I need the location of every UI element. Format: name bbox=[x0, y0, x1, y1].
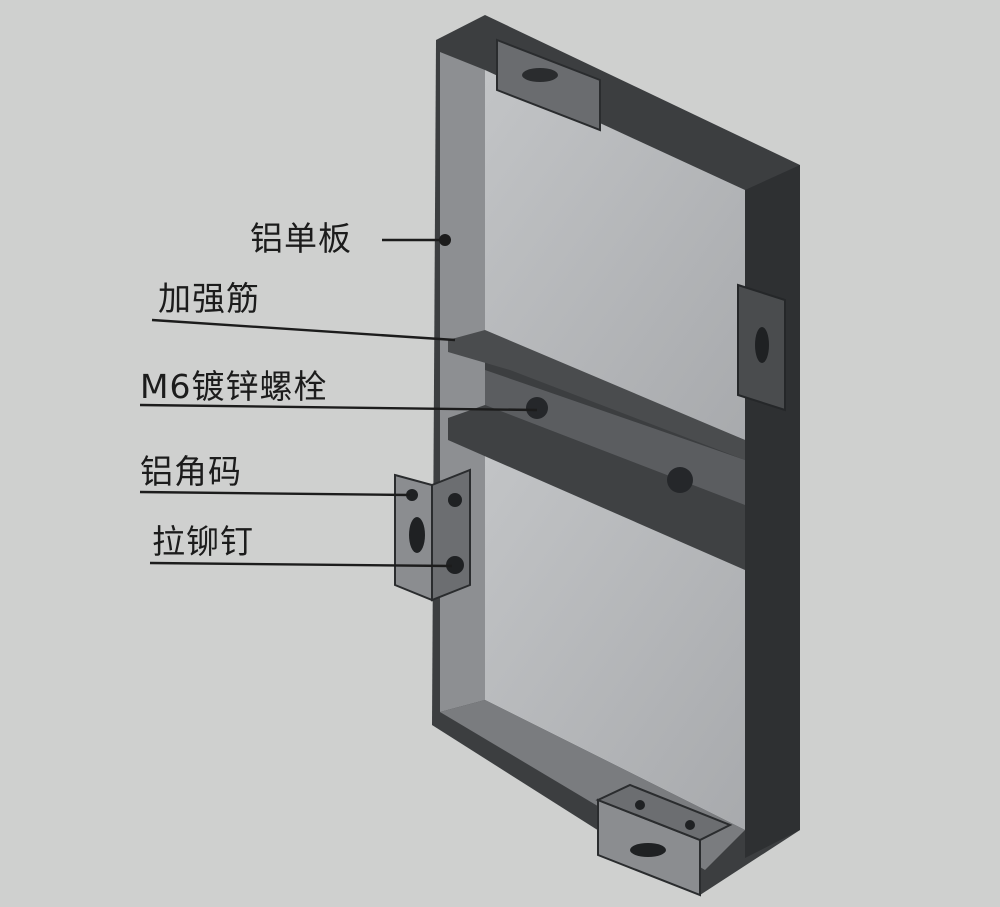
leader-lines bbox=[139, 238, 538, 568]
label-bolt: M6镀锌螺栓 bbox=[140, 367, 328, 406]
bottom-bracket-hole-1 bbox=[635, 800, 645, 810]
bottom-bracket-top bbox=[595, 783, 733, 842]
leader-rivet bbox=[149, 561, 453, 568]
leader-dot-panel bbox=[439, 234, 451, 246]
leader-angle-bracket bbox=[139, 490, 411, 497]
panel-left-return bbox=[440, 52, 485, 712]
panel-face-upper bbox=[485, 70, 745, 440]
rivet-upper bbox=[448, 493, 462, 507]
right-bracket-slot bbox=[755, 327, 769, 363]
top-bracket-slot bbox=[522, 68, 558, 82]
rivet-lower bbox=[446, 556, 464, 574]
bottom-bracket-hole-2 bbox=[685, 820, 695, 830]
stiffener-rib bbox=[448, 330, 745, 460]
label-aluminum-panel: 铝单板 bbox=[250, 219, 352, 258]
bolt-right bbox=[667, 467, 693, 493]
label-angle-bracket: 铝角码 bbox=[140, 452, 242, 491]
stiffener-flange bbox=[448, 405, 745, 570]
leader-stiffener bbox=[151, 318, 456, 342]
leader-bolt bbox=[139, 403, 538, 412]
panel-right-edge bbox=[745, 165, 800, 858]
angle-bracket-slot bbox=[409, 517, 425, 553]
top-bracket bbox=[496, 38, 601, 132]
panel-face-lower bbox=[485, 450, 745, 830]
angle-bracket-side bbox=[431, 468, 471, 602]
label-rivet: 拉铆钉 bbox=[152, 522, 254, 561]
bottom-bracket-slot bbox=[630, 843, 666, 857]
bolt-left bbox=[526, 397, 548, 419]
angle-bracket-hole bbox=[406, 489, 418, 501]
label-stiffener: 加强筋 bbox=[158, 279, 260, 318]
